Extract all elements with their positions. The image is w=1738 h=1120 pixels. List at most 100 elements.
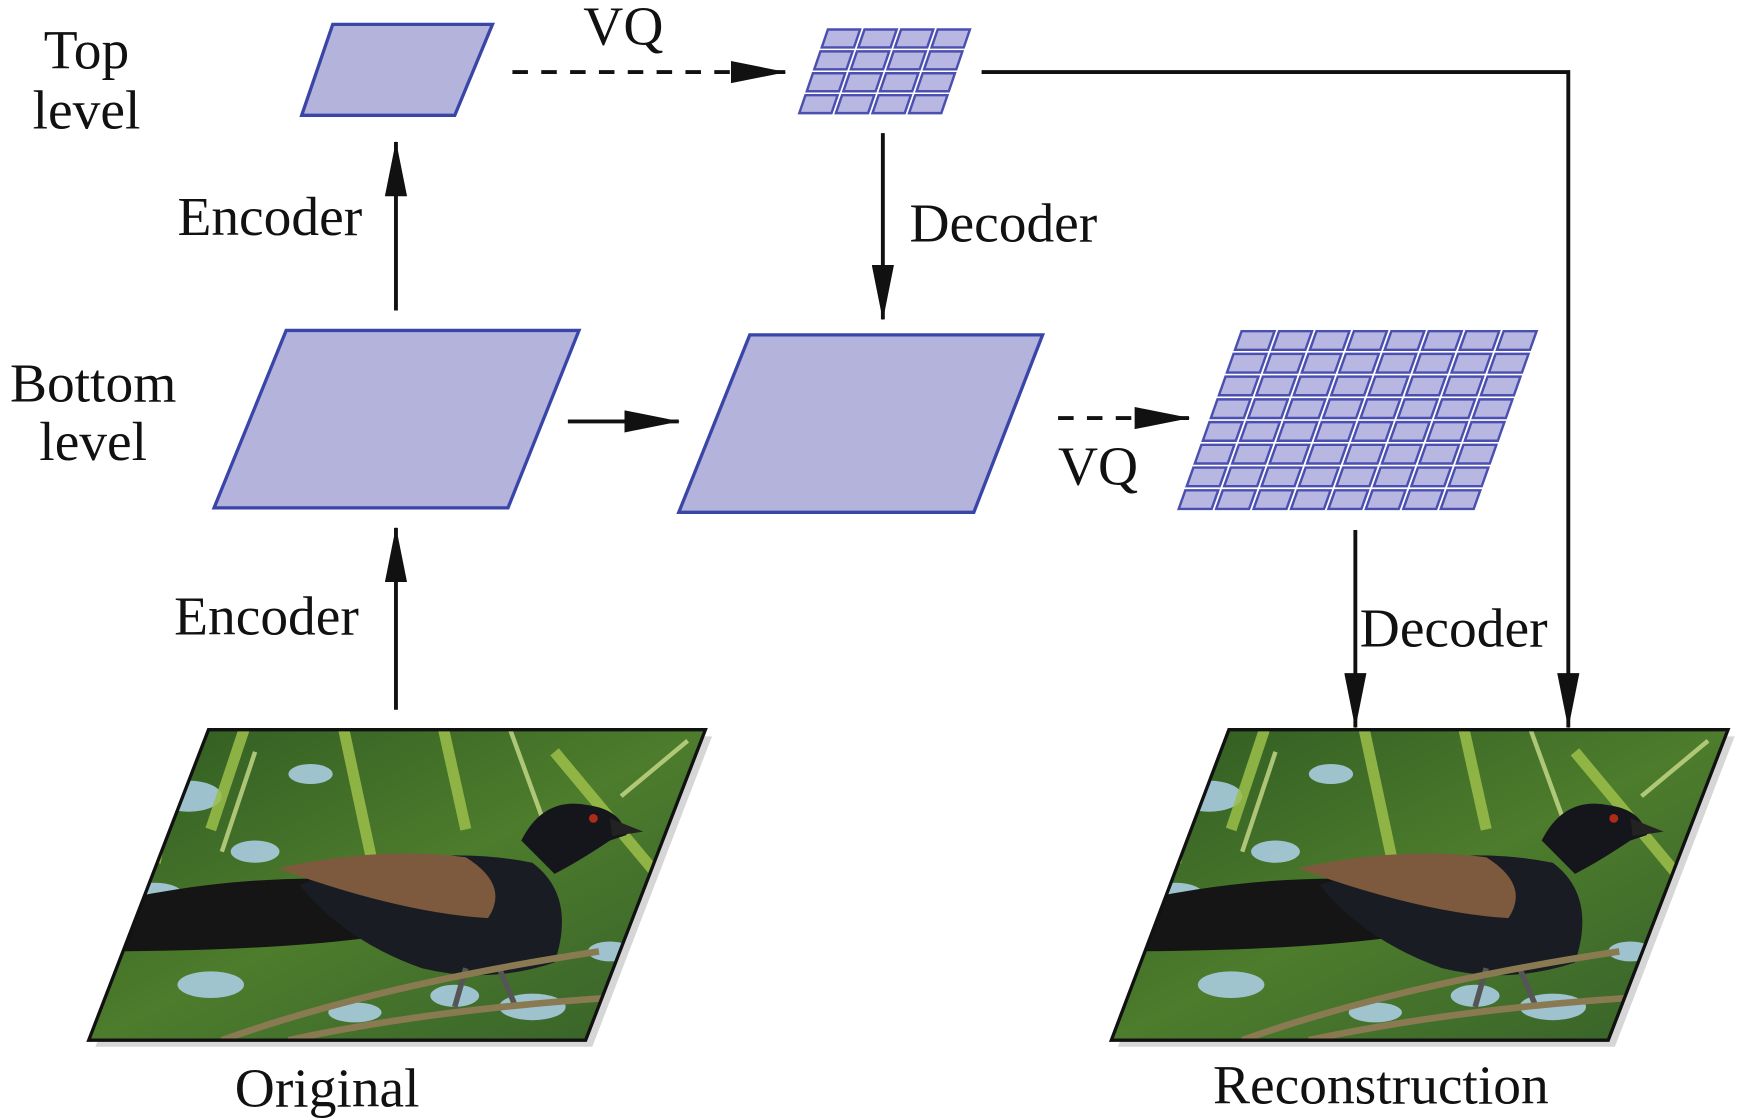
bottom-latent-map bbox=[211, 328, 582, 510]
codebook-cell bbox=[1404, 375, 1448, 397]
codebook-cell bbox=[1412, 352, 1456, 374]
decoder-bottom-label: Decoder bbox=[1360, 597, 1548, 658]
codebook-cell bbox=[1449, 352, 1493, 374]
codebook-cell bbox=[1396, 398, 1440, 420]
codebook-cell bbox=[1297, 466, 1341, 488]
conditioned-bottom-map bbox=[676, 333, 1046, 514]
top-skip-arrow bbox=[981, 70, 1580, 729]
codebook-cell bbox=[893, 28, 936, 49]
codebook-cell bbox=[1350, 420, 1394, 442]
codebook-cell bbox=[1374, 352, 1418, 374]
codebook-cell bbox=[1495, 329, 1539, 352]
codebook-cell bbox=[1289, 489, 1333, 511]
codebook-cell bbox=[1217, 375, 1261, 397]
codebook-cell bbox=[870, 93, 913, 115]
codebook-cell bbox=[1409, 466, 1453, 488]
codebook-cell bbox=[812, 50, 855, 71]
codebook-cell bbox=[1326, 489, 1370, 511]
codebook-cell bbox=[1238, 420, 1282, 442]
codebook-cell bbox=[1463, 420, 1507, 442]
codebook-cell bbox=[820, 28, 862, 49]
codebook-cell bbox=[1321, 398, 1365, 420]
original-caption: Original bbox=[235, 1058, 420, 1119]
codebook-cell bbox=[1401, 489, 1445, 511]
top-level-label-line2: level bbox=[33, 80, 141, 141]
codebook-cell bbox=[1233, 329, 1277, 352]
codebook-cell bbox=[929, 28, 972, 49]
codebook-cell bbox=[1308, 329, 1352, 352]
codebook-cell bbox=[1479, 375, 1523, 397]
bottom-level-label-line1: Bottom bbox=[10, 352, 176, 413]
encoder-bottom-label: Encoder bbox=[174, 585, 359, 646]
codebook-cell bbox=[1246, 398, 1290, 420]
codebook-cell bbox=[1222, 466, 1266, 488]
codebook-cell bbox=[841, 72, 884, 93]
vq-top-label: VQ bbox=[583, 0, 663, 56]
decoder-top-label: Decoder bbox=[909, 193, 1097, 254]
codebook-cell bbox=[1358, 398, 1402, 420]
codebook-cell bbox=[1292, 375, 1336, 397]
codebook-cell bbox=[1471, 398, 1515, 420]
codebook-cell bbox=[834, 93, 876, 115]
top-codebook-grid bbox=[797, 28, 972, 115]
codebook-cell bbox=[1284, 398, 1328, 420]
codebook-cell bbox=[1425, 420, 1469, 442]
codebook-cell bbox=[1254, 375, 1298, 397]
codebook-cell bbox=[1366, 375, 1410, 397]
codebook-cell bbox=[1441, 375, 1485, 397]
codebook-cell bbox=[1225, 352, 1269, 374]
bottom-level-label-line2: level bbox=[39, 411, 147, 472]
encoder-top-label: Encoder bbox=[177, 186, 362, 247]
codebook-cell bbox=[1383, 329, 1427, 352]
codebook-cell bbox=[922, 50, 965, 71]
codebook-cell bbox=[1487, 352, 1531, 374]
codebook-cell bbox=[1305, 443, 1349, 465]
codebook-cell bbox=[1455, 443, 1499, 465]
codebook-cell bbox=[1275, 420, 1319, 442]
codebook-cell bbox=[1193, 443, 1237, 465]
codebook-cell bbox=[1329, 375, 1373, 397]
codebook-cell bbox=[1364, 489, 1408, 511]
codebook-cell bbox=[1337, 352, 1381, 374]
codebook-cell bbox=[1262, 352, 1306, 374]
codebook-cell bbox=[1380, 443, 1424, 465]
codebook-cell bbox=[1251, 489, 1295, 511]
vq-bottom-label: VQ bbox=[1058, 436, 1138, 497]
codebook-cell bbox=[1201, 420, 1245, 442]
top-latent-map bbox=[299, 22, 495, 117]
codebook-cell bbox=[805, 72, 847, 93]
codebook-cell bbox=[1214, 489, 1258, 511]
codebook-cell bbox=[907, 93, 950, 115]
codebook-cell bbox=[1334, 466, 1378, 488]
codebook-cell bbox=[856, 28, 899, 49]
codebook-cell bbox=[1259, 466, 1303, 488]
codebook-cell bbox=[1209, 398, 1253, 420]
codebook-cell bbox=[1185, 466, 1229, 488]
codebook-cell bbox=[1388, 420, 1432, 442]
codebook-cell bbox=[1457, 329, 1501, 352]
codebook-cell bbox=[1342, 443, 1386, 465]
reconstruction-caption: Reconstruction bbox=[1213, 1054, 1549, 1115]
codebook-cell bbox=[1433, 398, 1477, 420]
codebook-cell bbox=[1417, 443, 1461, 465]
codebook-cell bbox=[1267, 443, 1311, 465]
codebook-cell bbox=[1313, 420, 1357, 442]
codebook-cell bbox=[885, 50, 928, 71]
codebook-cell bbox=[1270, 329, 1314, 352]
codebook-cell bbox=[797, 93, 840, 115]
top-level-label-line1: Top bbox=[44, 20, 129, 81]
codebook-cell bbox=[1439, 489, 1483, 511]
original-bird-image bbox=[89, 730, 710, 1040]
codebook-cell bbox=[1345, 329, 1389, 352]
codebook-cell bbox=[914, 72, 957, 93]
codebook-cell bbox=[1300, 352, 1344, 374]
codebook-cell bbox=[1420, 329, 1464, 352]
bottom-codebook-grid bbox=[1176, 329, 1539, 511]
codebook-cell bbox=[878, 72, 921, 93]
codebook-cell bbox=[1230, 443, 1274, 465]
codebook-cell bbox=[1447, 466, 1491, 488]
codebook-cell bbox=[1372, 466, 1416, 488]
codebook-cell bbox=[1176, 489, 1220, 511]
reconstruction-bird-image bbox=[1109, 730, 1730, 1040]
